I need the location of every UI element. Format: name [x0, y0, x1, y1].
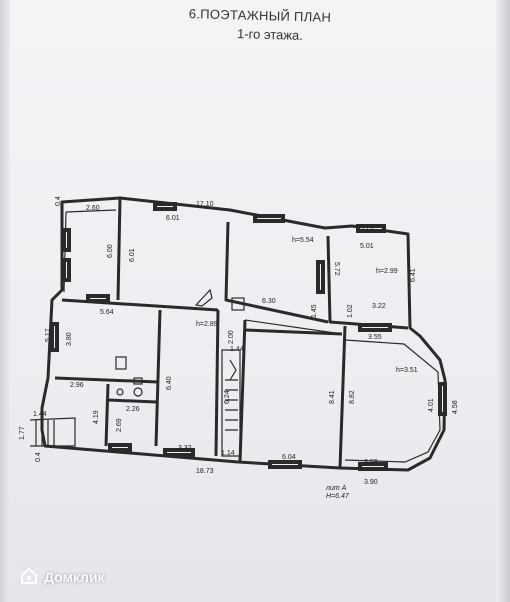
dim-bottom-left-width: 2.96 — [70, 382, 84, 389]
plan-fixtures — [115, 356, 143, 397]
dim-top-right-wing: 5.75 — [360, 225, 374, 232]
dim-right-ledge-width: 3.22 — [372, 303, 386, 310]
dim-room3-height: h=5.54 — [292, 237, 314, 244]
dim-right-outer: 6.41 — [410, 268, 417, 282]
plan-thin-lines — [29, 209, 441, 463]
dim-top-left-room: 2.60 — [86, 205, 100, 212]
dim-stair-short: 1.44 — [230, 346, 244, 353]
dim-bay-bottom: 3.59 — [364, 459, 378, 466]
dim-bay-width: 3.55 — [368, 334, 382, 341]
dim-stair-width: 2.00 — [228, 330, 235, 344]
dim-bath-width: 2.26 — [126, 406, 140, 413]
dim-left-offset: 5.17 — [45, 328, 52, 342]
dim-big-room-bottom: 6.04 — [282, 454, 296, 461]
dim-top-overall: 17.10 — [196, 201, 214, 208]
dim-porch-width: 1.44 — [33, 411, 47, 418]
plan-stamp: лит А Н=6.47 — [325, 485, 350, 500]
dim-bay-inner: 4.01 — [428, 398, 435, 412]
dim-bath-height: 2.69 — [116, 418, 123, 432]
dim-right-ledge: 1.02 — [347, 304, 354, 318]
dim-right-room-width: 5.01 — [360, 243, 374, 250]
dim-left-room-height: 6.00 — [107, 244, 114, 258]
dim-bay-height: h=3.51 — [396, 367, 418, 374]
dim-big-room-len: 8.41 — [329, 390, 336, 404]
paper-edge-left — [0, 0, 10, 602]
stamp-line2: Н=6.47 — [326, 493, 350, 500]
domclick-logo-icon — [20, 567, 38, 588]
dim-side-dim: 8.82 — [349, 390, 356, 404]
dim-stair-len: 6.24 — [224, 390, 231, 404]
dim-corridor-height: h=2.89 — [196, 321, 218, 328]
dim-right-room-side: 5.72 — [333, 262, 340, 276]
plan-windows — [50, 202, 447, 471]
watermark-text: Домклик — [44, 569, 105, 585]
dim-bottom-left-edge: 0.4 — [35, 452, 42, 462]
dim-bottom-overall: 18.73 — [196, 468, 214, 475]
dim-center-small: 1.45 — [311, 304, 318, 318]
stamp-line1: лит А — [325, 485, 347, 492]
dim-stair-bottom: 1.14 — [221, 450, 235, 457]
dimension-labels: 17.10 2.60 6.01 5.75 h=5.54 5.01 h=2.99 … — [19, 196, 459, 486]
dim-top-left-edge: 0.4 — [55, 196, 62, 206]
watermark: Домклик — [20, 566, 105, 588]
dim-left-hall-height: 3.80 — [66, 332, 73, 346]
paper-edge-right — [496, 0, 510, 602]
dim-center-width: 6.30 — [262, 298, 276, 305]
dim-corridor-bottom: 3.32 — [178, 445, 192, 452]
dim-top-room2: 6.01 — [166, 215, 180, 222]
dim-porch-depth: 4.19 — [93, 410, 100, 424]
dim-left-hall-width: 5.64 — [100, 309, 114, 316]
plan-walls — [40, 196, 447, 472]
dim-corridor-len: 6.40 — [166, 376, 173, 390]
dim-bay-outer: 4.58 — [452, 400, 459, 414]
dim-bay-bottom-outer: 3.90 — [364, 479, 378, 486]
dim-porch-side: 1.77 — [19, 426, 26, 440]
dim-right-room-height: h=2.99 — [376, 268, 398, 275]
dim-room2-side: 6.01 — [129, 248, 136, 262]
